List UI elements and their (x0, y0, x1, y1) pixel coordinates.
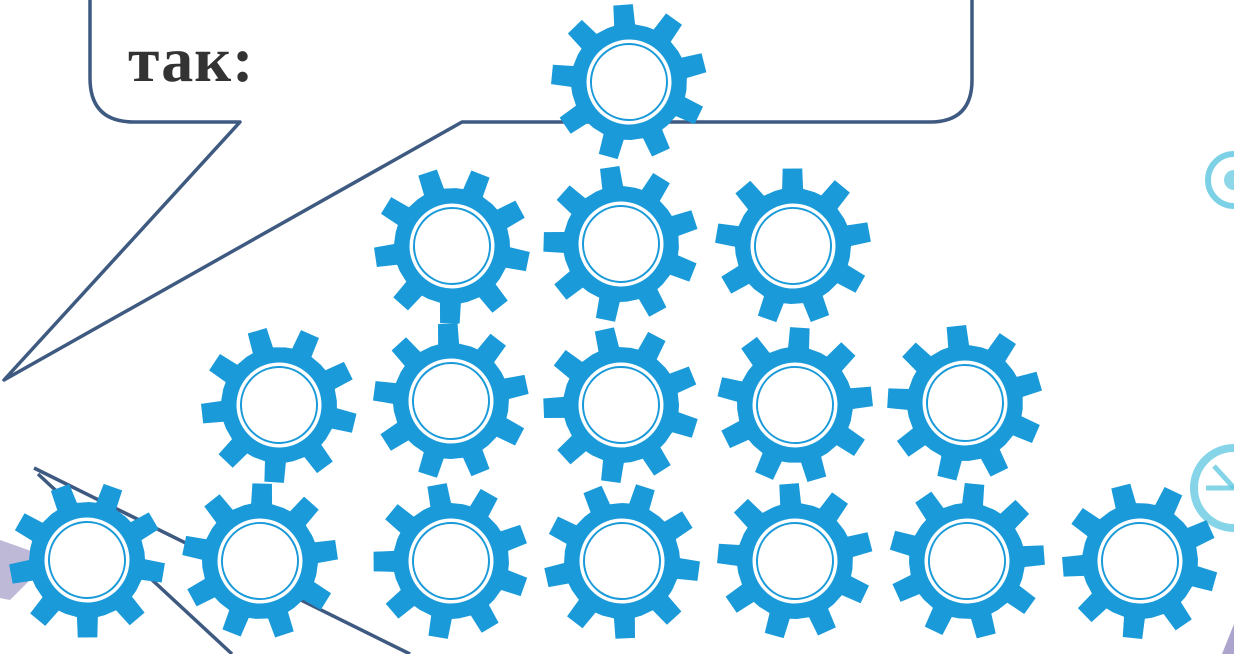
speech-bubble-outline (2, 0, 974, 382)
gear-icon (531, 471, 712, 652)
gear-icon (879, 317, 1050, 489)
bubble-text: так: (128, 24, 255, 95)
gear-icon (543, 327, 698, 483)
gear-icon (360, 311, 541, 492)
side-decoration-right-top (1205, 151, 1234, 209)
gear-icon (538, 161, 703, 328)
gear-icon (707, 473, 882, 649)
gear-icon (698, 308, 891, 502)
gear-icon (700, 153, 885, 339)
side-decoration-right-mid (1190, 444, 1234, 532)
gear-icon (1059, 480, 1220, 642)
gear-icon (366, 160, 537, 332)
gear-icon (370, 480, 531, 642)
gear-icon (165, 466, 354, 656)
gear-icon (541, 0, 716, 170)
gear-icon (196, 322, 361, 489)
gear-icon (868, 463, 1064, 659)
side-decoration-right-bottom (1222, 624, 1234, 654)
gear-icon (0, 472, 174, 649)
